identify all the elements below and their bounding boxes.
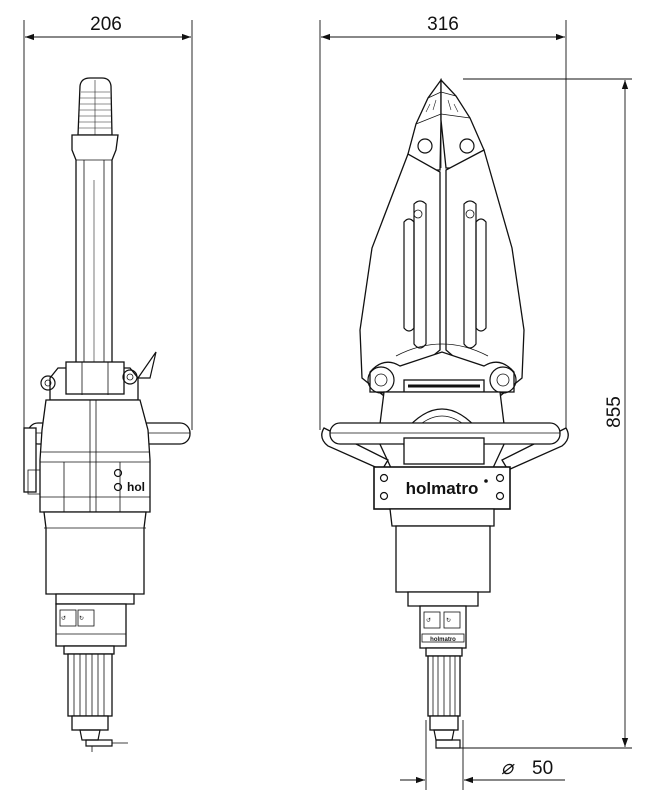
side-blade-tip (77, 77, 113, 136)
dimension-width-front: 316 (319, 14, 567, 430)
front-hinge (367, 343, 517, 394)
front-brand-plate: holmatro (373, 466, 511, 510)
side-hinge (40, 351, 157, 401)
side-coupler (67, 653, 128, 752)
svg-text:↺: ↺ (426, 617, 431, 624)
dimension-label-50: 50 (532, 758, 553, 779)
front-cylinder (389, 508, 495, 607)
dimension-label-855: 855 (604, 396, 625, 428)
side-housing: hol (27, 399, 151, 513)
svg-text:↻: ↻ (79, 615, 84, 622)
dimension-height: 855 (460, 78, 632, 749)
side-arm (71, 134, 119, 393)
front-view: holmatro ↺ ↻ holmatro (321, 77, 569, 749)
front-handle (321, 422, 569, 471)
side-view: hol ↺ ↻ (23, 77, 191, 752)
dimension-width-side: 206 (23, 14, 193, 430)
front-control: ↺ ↻ holmatro (419, 605, 467, 657)
front-coupler (427, 655, 461, 749)
dimension-diameter: ⌀ 50 (400, 720, 565, 790)
svg-text:↻: ↻ (446, 617, 451, 624)
svg-text:↺: ↺ (61, 615, 66, 622)
dimension-label-206: 206 (90, 14, 122, 35)
side-brand-label: hol (127, 480, 145, 494)
front-brand-label: holmatro (406, 479, 479, 498)
diameter-symbol: ⌀ (501, 757, 515, 779)
side-cylinder (43, 511, 147, 605)
front-grip-brand-label: holmatro (430, 637, 456, 643)
side-control: ↺ ↻ (55, 603, 127, 655)
dimension-label-316: 316 (427, 14, 459, 35)
